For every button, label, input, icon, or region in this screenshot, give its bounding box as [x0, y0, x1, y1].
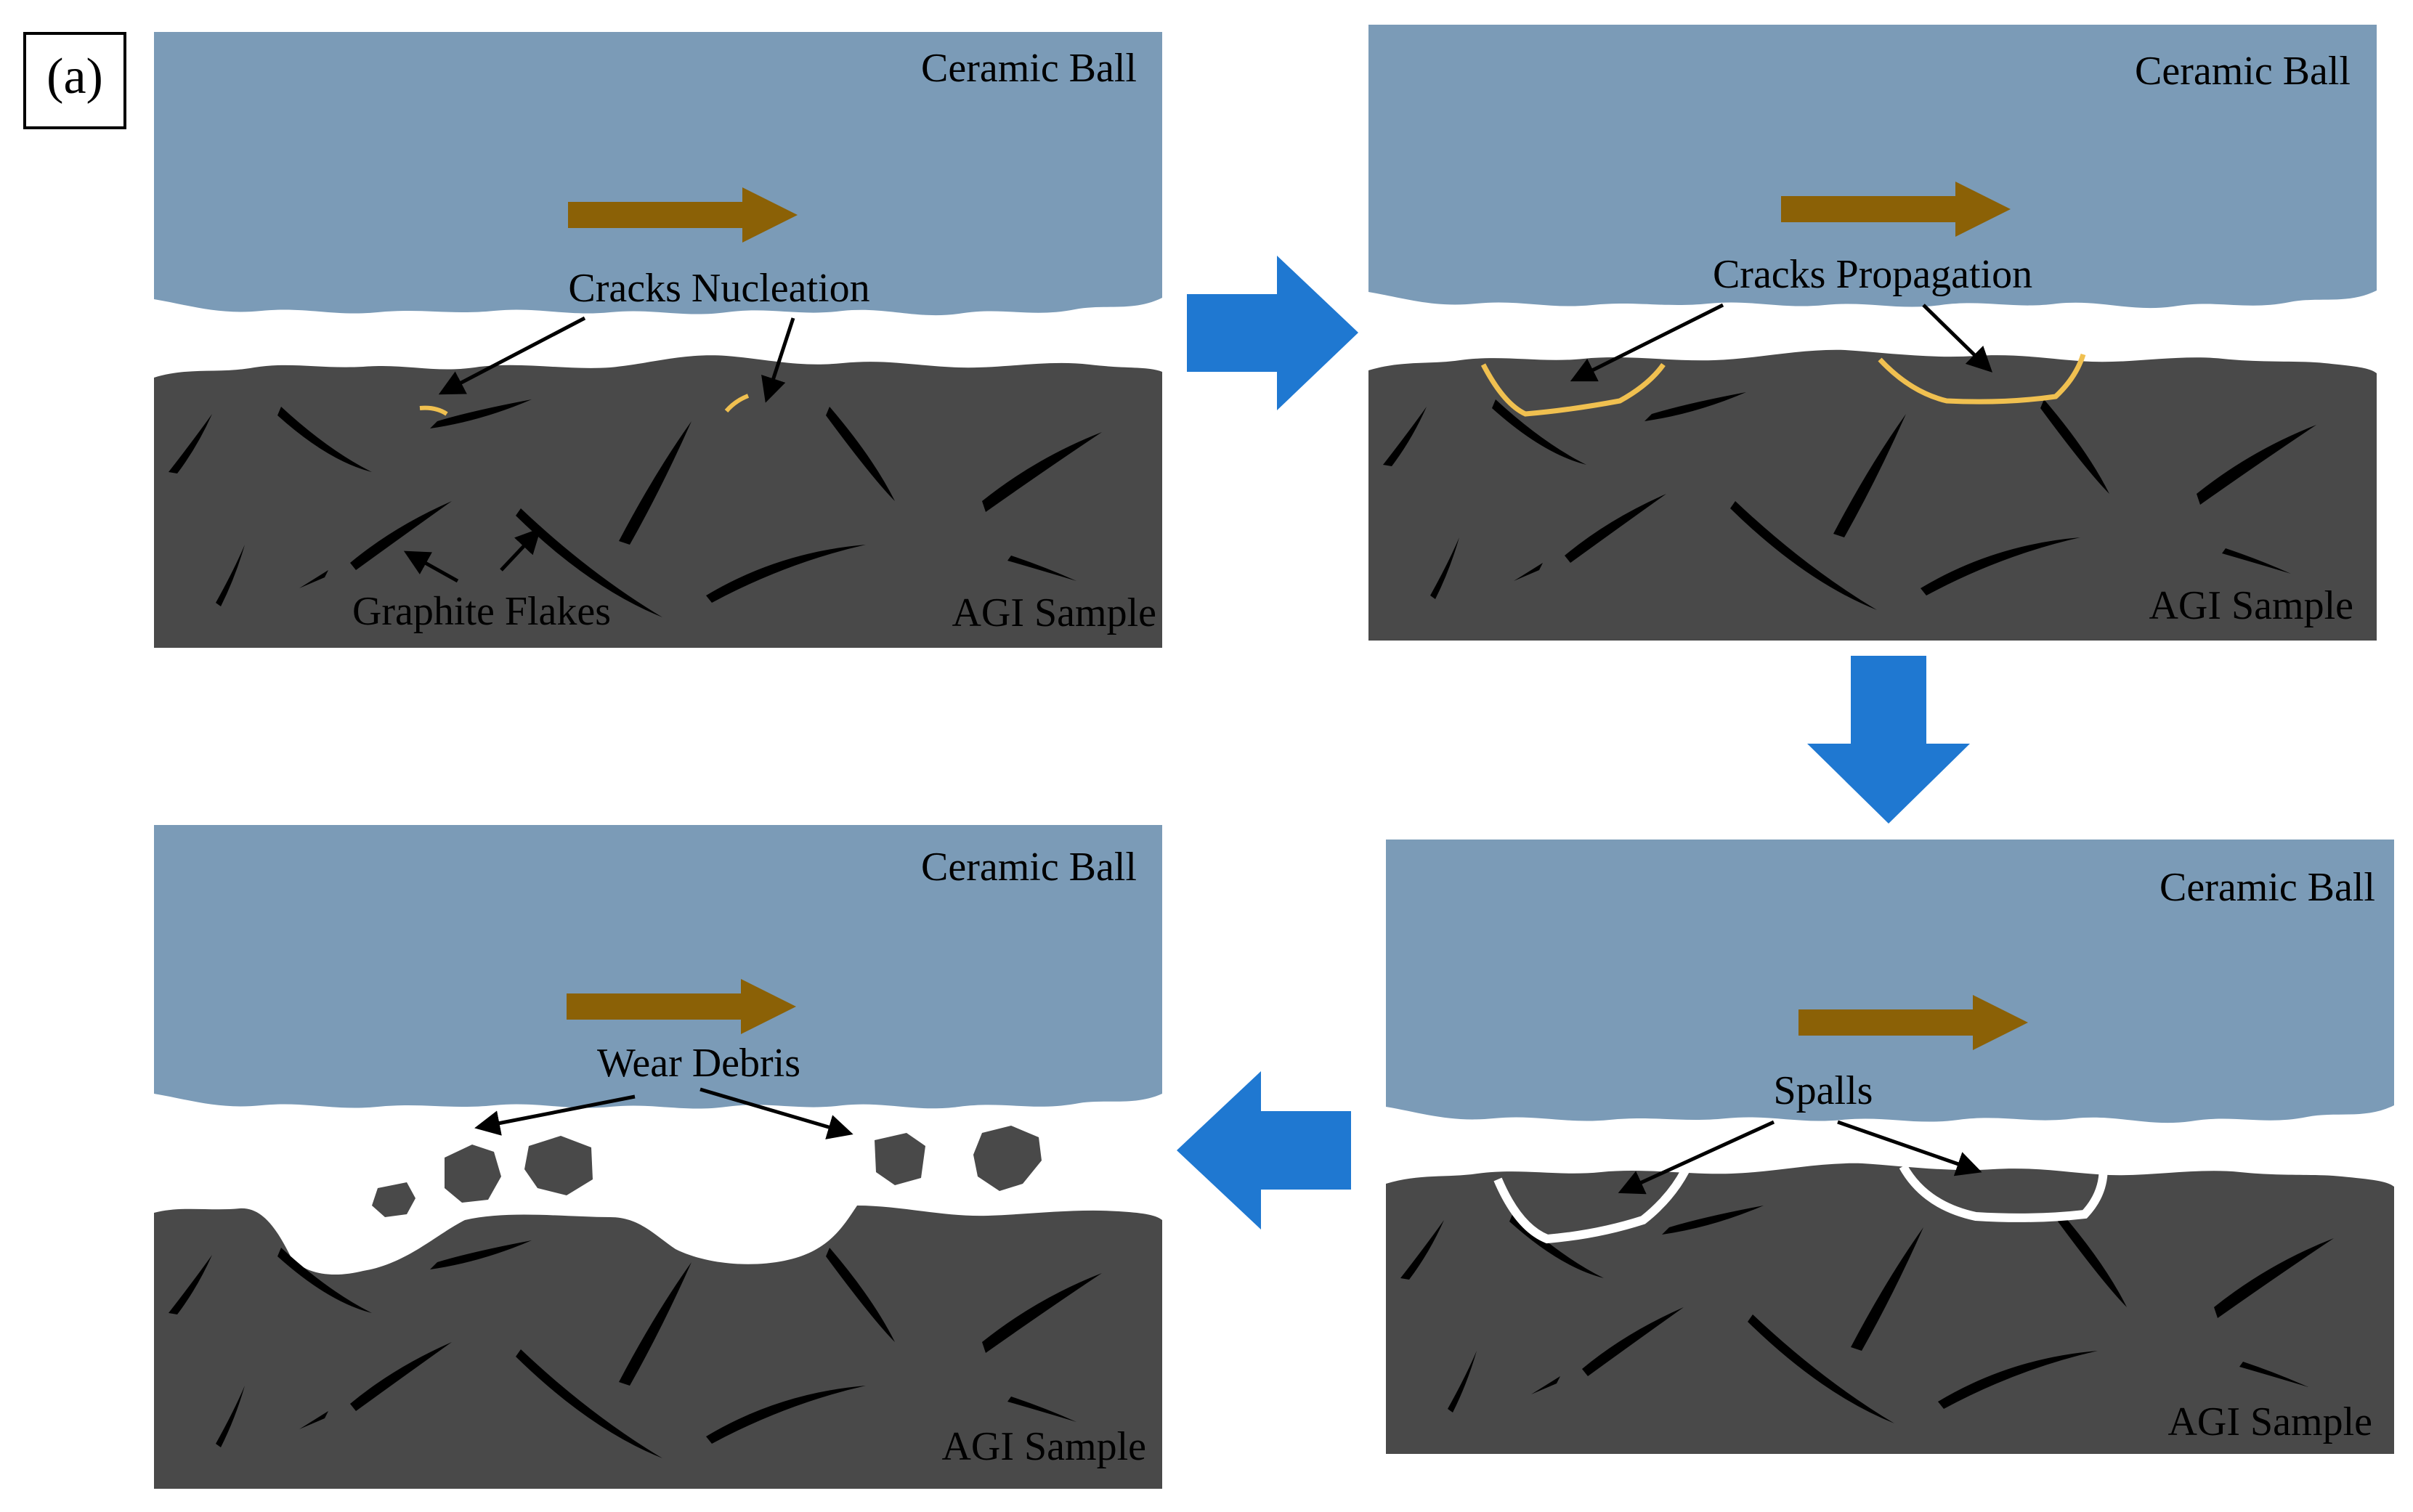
- spall-outline-right: [1899, 1160, 2108, 1222]
- ceramic-ball-shape: [154, 825, 1162, 1109]
- ceramic-ball-shape: [1386, 840, 2394, 1123]
- pointer-arrow: [761, 317, 795, 403]
- panel-label: (a): [46, 49, 103, 105]
- agi-sample-shape: [154, 355, 1162, 648]
- block-arrow-icon: [1177, 1071, 1351, 1229]
- ceramic-ball-shape: [1368, 25, 2377, 309]
- agi-sample-shape: [1386, 1163, 2394, 1454]
- nucleation-crack-right: [724, 394, 750, 412]
- pointer-arrow: [1618, 1120, 1775, 1195]
- agi-sample-shape: [1368, 349, 2377, 641]
- ceramic-ball-shape: [154, 32, 1162, 316]
- agi-sample-label: AGI Sample: [952, 590, 1156, 635]
- panel-label-box: [23, 32, 126, 129]
- ceramic-ball-label: Ceramic Ball: [2135, 49, 2351, 94]
- stage-3-spalls: Ceramic Ball Spalls AGI Sample: [1386, 840, 2394, 1454]
- propagating-crack-right: [1878, 353, 2086, 405]
- pointer-arrow: [699, 1087, 853, 1139]
- nucleation-crack-left: [419, 405, 448, 416]
- pointer-arrow: [403, 550, 459, 583]
- ceramic-ball-label: Ceramic Ball: [921, 46, 1137, 91]
- pointer-arrow: [1570, 303, 1724, 382]
- propagating-crack-left: [1480, 362, 1666, 417]
- block-arrow-icon: [1807, 656, 1970, 824]
- ceramic-ball-label: Ceramic Ball: [921, 845, 1137, 890]
- stage-1-cracks-nucleation: Ceramic Ball Cracks Nucleation Graphite …: [154, 32, 1162, 648]
- process-label: Wear Debris: [597, 1041, 800, 1086]
- pointer-arrow: [500, 527, 541, 572]
- stage-2-cracks-propagation: Ceramic Ball Cracks Propagation AGI Samp…: [1368, 25, 2377, 641]
- spall-outline-left: [1493, 1168, 1690, 1244]
- pointer-arrow: [1837, 1120, 1982, 1176]
- block-arrow-icon: [1187, 256, 1358, 410]
- pointer-arrow: [438, 316, 586, 395]
- right-arrow-icon: [1798, 995, 2028, 1050]
- pointer-arrow: [1922, 304, 1993, 373]
- agi-sample-label: AGI Sample: [2167, 1399, 2372, 1444]
- wear-debris-particles: [372, 1126, 1042, 1217]
- right-arrow-icon: [568, 187, 798, 243]
- stage-4-wear-debris: Ceramic Ball Wear Debris AGI Sample: [154, 825, 1162, 1489]
- agi-sample-label: AGI Sample: [941, 1424, 1146, 1469]
- process-label: Cracks Propagation: [1713, 252, 2032, 297]
- agi-sample-label: AGI Sample: [2149, 583, 2353, 628]
- process-label: Cracks Nucleation: [568, 266, 869, 311]
- process-label: Spalls: [1774, 1068, 1873, 1113]
- right-arrow-icon: [567, 979, 796, 1034]
- agi-sample-shape: [154, 1206, 1162, 1489]
- pointer-arrow: [474, 1094, 636, 1136]
- right-arrow-icon: [1781, 182, 2011, 237]
- graphite-flakes-label: Graphite Flakes: [352, 589, 611, 634]
- ceramic-ball-label: Ceramic Ball: [2159, 865, 2375, 910]
